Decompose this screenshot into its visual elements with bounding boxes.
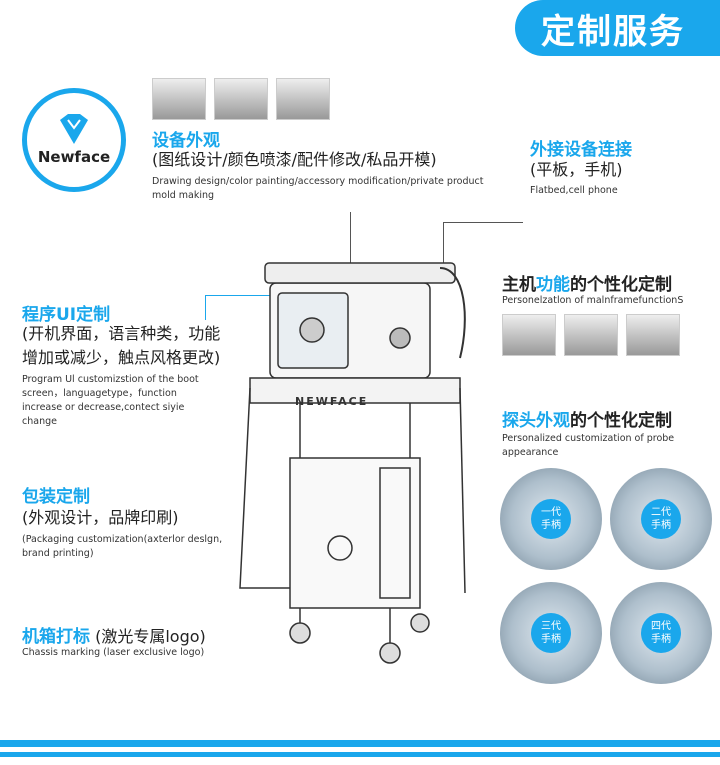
footer-stripe [0, 752, 720, 757]
program-en: Program Ul customizstion of the boot scr… [22, 374, 199, 427]
handle-gen3: 三代手柄 [500, 582, 602, 684]
appearance-en: Drawing design/color painting/accessory … [152, 176, 484, 201]
chassis-heading: 机箱打标 (激光专属logo) [22, 622, 206, 649]
program-title: 程序UI定制 [22, 305, 111, 325]
machine-brand: NEWFACE [295, 395, 369, 408]
program-cn-2: 增加或减少，触点风格更改) [22, 348, 221, 367]
program-cn-1: (开机界面，语言种类，功能 [22, 324, 221, 343]
packaging-en: (Packaging customization(axterlor deslgn… [22, 534, 223, 559]
machine-illustration [239, 262, 466, 664]
diamond-logo-icon [60, 114, 88, 144]
mainframe-thumbnails [502, 314, 680, 356]
thumbnail [502, 314, 556, 356]
probe-title-b: 的个性化定制 [570, 411, 672, 431]
handle-label: 手柄 [651, 634, 671, 645]
handle-gen1: 一代手柄 [500, 468, 602, 570]
connector-line [205, 295, 285, 296]
appearance-thumbnails [152, 78, 330, 120]
appearance-cn: (图纸设计/颜色喷漆/配件修改/私品开模) [152, 150, 437, 169]
handle-label: 手柄 [541, 634, 561, 645]
connector-line [350, 212, 351, 267]
packaging-cn: (外观设计，品牌印刷) [22, 508, 179, 527]
probe-en: Personalized customization of probe appe… [502, 433, 675, 458]
appearance-title: 设备外观 [152, 131, 220, 151]
handle-label: 手柄 [541, 520, 561, 531]
thumbnail [626, 314, 680, 356]
probe-title: 探头外观的个性化定制 [502, 406, 672, 431]
external-en: Flatbed,cell phone [530, 185, 618, 196]
mainframe-title-b: 功能 [536, 275, 570, 295]
handle-label: 二代 [651, 507, 671, 518]
handle-label: 三代 [541, 621, 561, 632]
chassis-title: 机箱打标 [22, 627, 90, 647]
connector-line [205, 295, 206, 320]
mainframe-en: Personelzatlon of malnframefunctionS [502, 295, 684, 306]
handle-gen2: 二代手柄 [610, 468, 712, 570]
external-cn: (平板，手机) [530, 160, 623, 179]
external-title: 外接设备连接 [530, 140, 632, 160]
mainframe-title-a: 主机 [502, 275, 536, 295]
handle-label: 四代 [651, 621, 671, 632]
handle-gen4: 四代手柄 [610, 582, 712, 684]
footer-stripe [0, 740, 720, 747]
packaging-title: 包装定制 [22, 487, 90, 507]
thumbnail [214, 78, 268, 120]
handle-label: 手柄 [651, 520, 671, 531]
mainframe-title: 主机功能的个性化定制 [502, 270, 672, 295]
connector-line [443, 222, 444, 267]
probe-title-a: 探头外观 [502, 411, 570, 431]
chassis-en: Chassis marking (laser exclusive logo) [22, 647, 205, 658]
thumbnail [564, 314, 618, 356]
brand-logo: Newface [22, 88, 126, 192]
chassis-cn: (激光专属logo) [95, 627, 206, 646]
connector-line [443, 222, 523, 223]
mainframe-title-c: 的个性化定制 [570, 275, 672, 295]
handle-label: 一代 [541, 507, 561, 518]
thumbnail [276, 78, 330, 120]
header-title: 定制服务 [515, 0, 720, 56]
logo-text: Newface [37, 148, 111, 166]
thumbnail [152, 78, 206, 120]
